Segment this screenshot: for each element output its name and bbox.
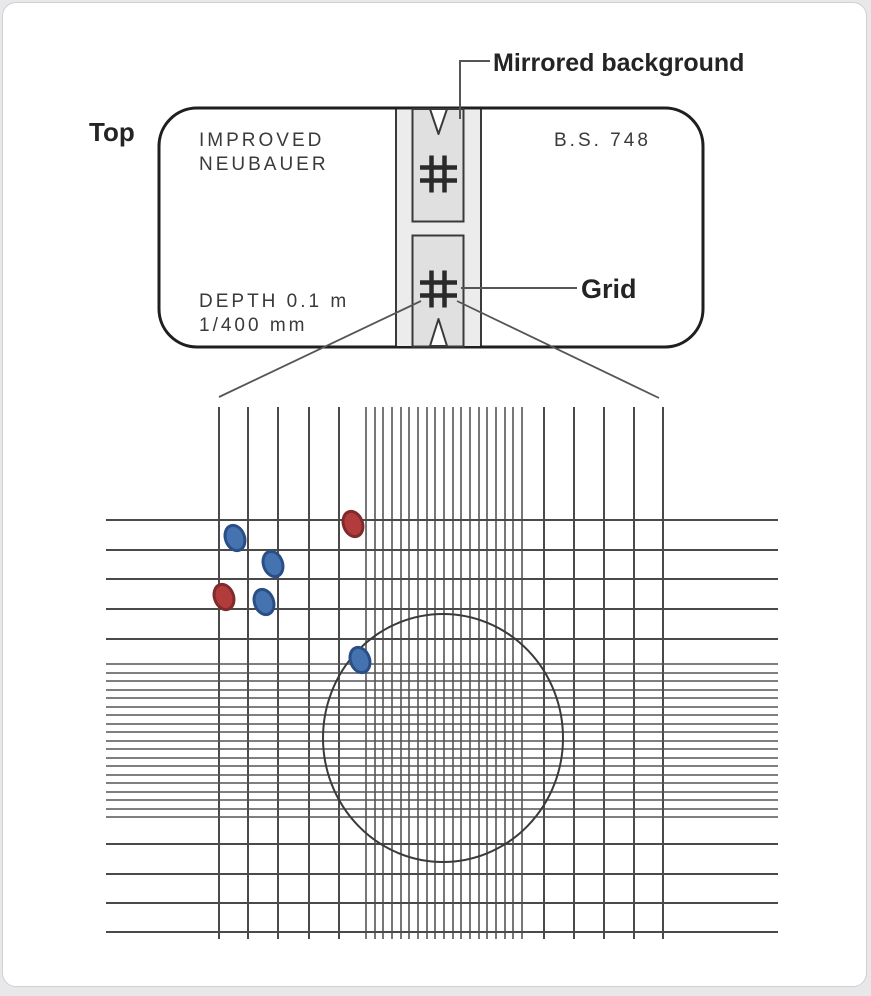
engraving-neubauer: NEUBAUER — [199, 154, 329, 175]
grid-symbol-upper — [420, 155, 457, 193]
grid-symbol-lower — [420, 270, 457, 308]
grid-label: Grid — [581, 274, 637, 304]
cells — [212, 509, 372, 675]
mirrored-background-leader-line — [459, 60, 490, 119]
mirrored-background-label: Mirrored background — [493, 49, 744, 77]
depth-label-line1: DEPTH 0.1 m — [199, 291, 349, 312]
engraving-improved: IMPROVED — [199, 130, 324, 151]
red-cell — [212, 582, 236, 612]
cone-line-right — [456, 300, 660, 399]
field-of-view-circle — [322, 613, 564, 863]
magnification-cone — [218, 300, 660, 399]
annotations: Mirrored background Grid — [459, 49, 744, 304]
hemocytometer-diagram: Top IMPROVED NEUBAUER B.S. 748 DEPTH 0.1… — [89, 49, 778, 939]
depth-label-line2: 1/400 mm — [199, 315, 307, 336]
slide-top-view: Top IMPROVED NEUBAUER B.S. 748 DEPTH 0.1… — [89, 106, 705, 349]
notch-lower — [429, 318, 448, 347]
cone-line-left — [218, 300, 422, 398]
blue-cell — [261, 549, 285, 579]
grid-lines — [106, 407, 778, 939]
magnified-grid — [106, 407, 778, 939]
blue-cell — [348, 645, 372, 675]
top-side-label: Top — [89, 117, 135, 147]
red-cell — [341, 509, 365, 539]
standard-label: B.S. 748 — [554, 130, 651, 151]
blue-cell — [223, 523, 247, 553]
notch-upper — [429, 108, 448, 135]
blue-cell — [252, 587, 276, 617]
